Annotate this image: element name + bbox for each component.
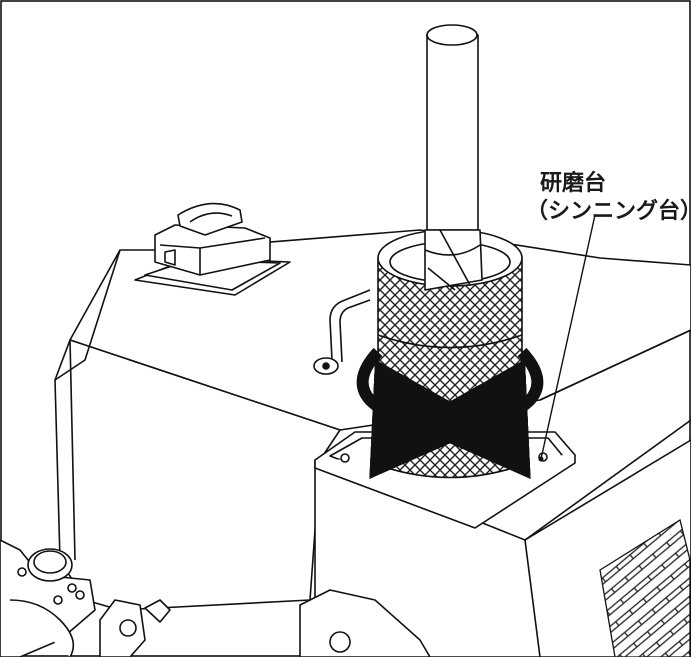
- machine-body: [54, 229, 691, 657]
- vent-grille: [599, 518, 691, 657]
- lever-hook: [313, 289, 371, 375]
- callout-label-line1: 研磨台: [540, 170, 606, 196]
- rotation-arrow-right: [408, 347, 544, 480]
- callout-anchor-dot: [538, 456, 544, 462]
- motor-housing: [0, 539, 431, 657]
- rotation-arrows: [356, 347, 544, 480]
- switch-box: [134, 202, 291, 296]
- drill-bit: [424, 24, 483, 291]
- callout-label-line2: （シンニング台）: [526, 198, 691, 224]
- callout-leader-line: [540, 214, 596, 460]
